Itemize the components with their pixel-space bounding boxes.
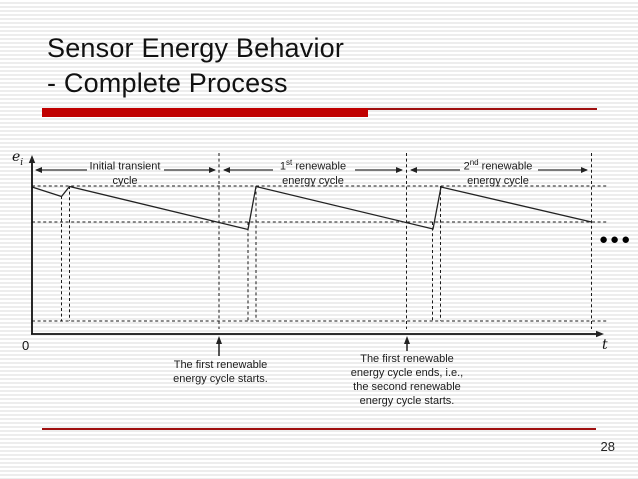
origin-label: 0 bbox=[22, 338, 30, 353]
annotation-cycle-ends: The first renewable energy cycle ends, i… bbox=[332, 352, 482, 408]
region-label-line1: 1st renewable bbox=[238, 156, 388, 174]
annotation-line: The first renewable bbox=[360, 353, 454, 365]
y-axis-symbol: e bbox=[12, 149, 21, 165]
title-accent-bar bbox=[42, 108, 368, 117]
annotation-line: energy cycle ends, i.e., bbox=[350, 367, 464, 379]
region-label-line1: Initial transient bbox=[50, 156, 200, 174]
annotation-line: the second renewable bbox=[353, 381, 461, 393]
slide-title-line2: - Complete Process bbox=[47, 68, 288, 98]
footer-divider-line bbox=[42, 428, 596, 430]
x-axis-symbol: t bbox=[602, 337, 608, 353]
region-label-text: renewable bbox=[292, 160, 347, 173]
region-label-line2: energy cycle bbox=[282, 175, 344, 188]
slide-title: Sensor Energy Behavior - Complete Proces… bbox=[47, 31, 344, 101]
region-label-text: 1 bbox=[279, 160, 287, 173]
annotation-line: The first renewable bbox=[173, 359, 268, 371]
region-label-first-renewable: 1st renewable energy cycle bbox=[238, 156, 388, 189]
page-number: 28 bbox=[600, 439, 615, 454]
region-label-text: renewable bbox=[478, 160, 533, 173]
region-label-line2: energy cycle bbox=[467, 175, 529, 188]
y-axis-label: ei bbox=[12, 148, 23, 168]
region-label-text: Initial transient bbox=[89, 160, 161, 173]
annotation-cycle-starts: The first renewable energy cycle starts. bbox=[148, 358, 293, 386]
region-label-text: 2 bbox=[463, 160, 470, 173]
annotation-line: energy cycle starts. bbox=[173, 373, 268, 385]
region-label-sup: nd bbox=[469, 158, 479, 167]
region-label-line2: cycle bbox=[112, 175, 138, 188]
region-label-line1: 2nd renewable bbox=[423, 156, 573, 174]
region-label-sup: st bbox=[286, 158, 293, 167]
annotation-line: energy cycle starts. bbox=[359, 395, 455, 407]
slide-title-line1: Sensor Energy Behavior bbox=[47, 33, 345, 63]
title-accent-line bbox=[368, 108, 597, 110]
y-axis-subscript: i bbox=[20, 157, 24, 168]
continuation-ellipsis: ●●● bbox=[599, 231, 633, 248]
region-label-initial-transient: Initial transient cycle bbox=[50, 156, 200, 189]
x-axis-label: t bbox=[602, 336, 608, 353]
region-label-second-renewable: 2nd renewable energy cycle bbox=[423, 156, 573, 189]
